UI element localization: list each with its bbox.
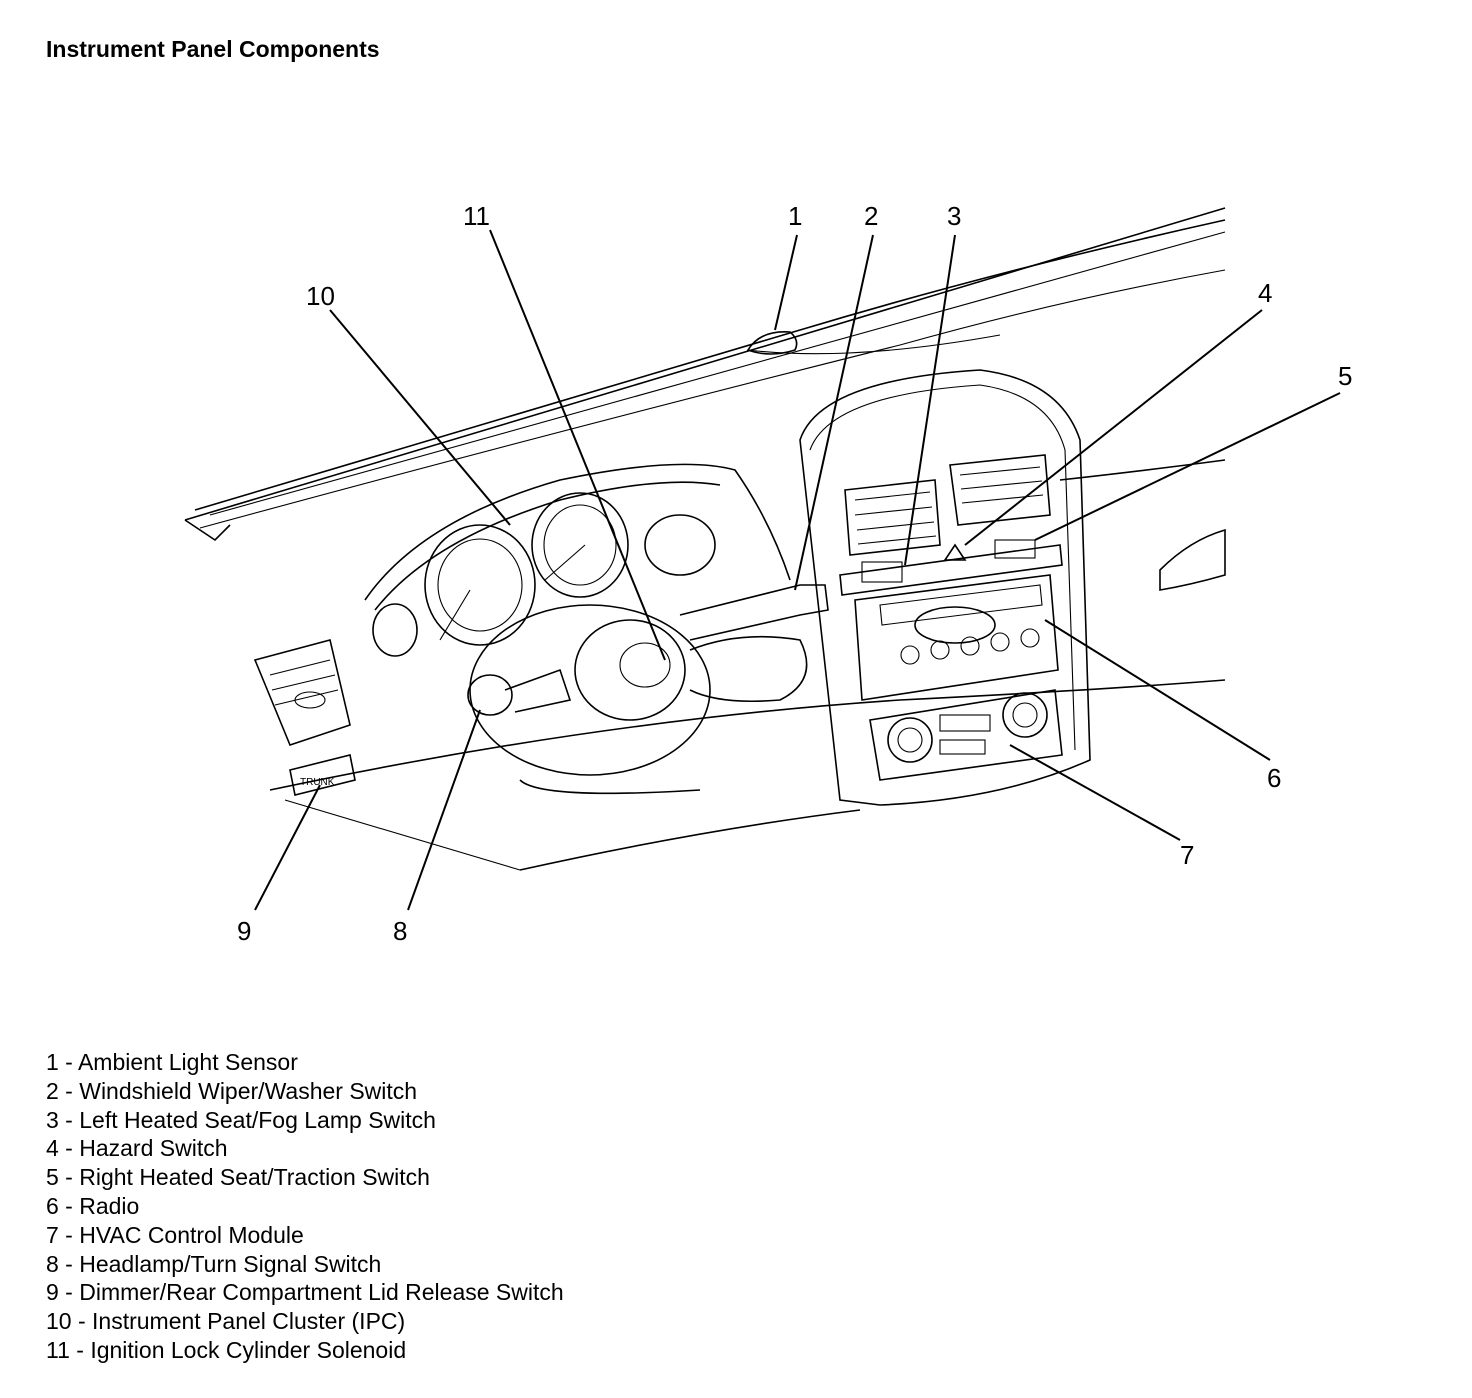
callout-1: 1 [788, 201, 802, 231]
dashboard-outline [184, 207, 1226, 871]
legend-item: 9 - Dimmer/Rear Compartment Lid Release … [46, 1279, 564, 1306]
callout-6: 6 [1267, 763, 1281, 793]
legend-item: 3 - Left Heated Seat/Fog Lamp Switch [46, 1106, 436, 1133]
leader-10 [329, 309, 511, 526]
instrument-panel-diagram: TRUNK 1 2 3 4 5 6 7 8 9 10 11 [184, 201, 1352, 946]
callout-9: 9 [237, 916, 251, 946]
legend-item: 11 - Ignition Lock Cylinder Solenoid [46, 1336, 407, 1363]
legend-item: 6 - Radio [46, 1192, 140, 1219]
callout-4: 4 [1258, 278, 1272, 308]
leader-9 [254, 784, 321, 911]
callout-8: 8 [393, 916, 407, 946]
wiper-stalk [679, 584, 829, 641]
legend-item: 5 - Right Heated Seat/Traction Switch [46, 1164, 430, 1191]
leader-1 [774, 234, 798, 331]
leader-3 [904, 234, 956, 566]
legend-item: 8 - Headlamp/Turn Signal Switch [46, 1250, 382, 1277]
legend-item: 7 - HVAC Control Module [46, 1221, 304, 1248]
center-stack [799, 369, 1091, 806]
leader-11 [489, 229, 666, 661]
legend-item: 10 - Instrument Panel Cluster (IPC) [46, 1308, 406, 1335]
callout-labels: 1 2 3 4 5 6 7 8 9 10 11 [237, 201, 1352, 946]
instrument-cluster [364, 463, 791, 657]
passenger-panel [1059, 459, 1226, 591]
component-legend: 1 - Ambient Light Sensor 2 - Windshield … [46, 1048, 564, 1365]
trunk-switch: TRUNK [289, 754, 356, 796]
legend-item: 1 - Ambient Light Sensor [46, 1049, 298, 1075]
callout-10: 10 [306, 281, 335, 311]
leader-4 [964, 309, 1263, 546]
callout-2: 2 [864, 201, 878, 231]
legend-item: 2 - Windshield Wiper/Washer Switch [46, 1077, 418, 1104]
leader-2 [794, 234, 874, 591]
leader-6 [1044, 619, 1271, 761]
leader-5 [1034, 392, 1341, 541]
leader-lines [254, 229, 1341, 911]
callout-11: 11 [463, 201, 490, 231]
leader-7 [1009, 744, 1181, 841]
callout-7: 7 [1180, 840, 1194, 870]
leader-8 [407, 709, 481, 911]
steering-column [467, 604, 808, 795]
callout-5: 5 [1338, 361, 1352, 391]
callout-3: 3 [947, 201, 961, 231]
left-vent [253, 639, 351, 746]
legend-item: 4 - Hazard Switch [46, 1135, 228, 1162]
diagram-title: Instrument Panel Components [46, 36, 380, 62]
trunk-switch-label: TRUNK [300, 777, 335, 788]
